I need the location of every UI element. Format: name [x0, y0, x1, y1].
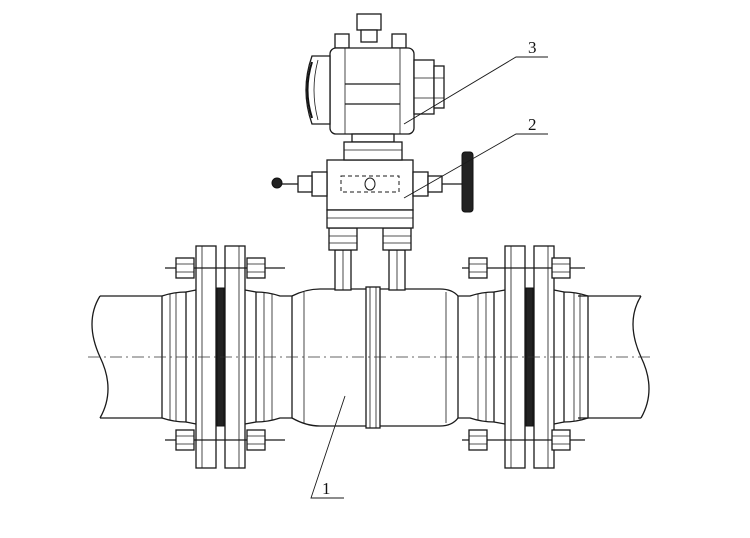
callout-3-label: 3	[528, 38, 537, 57]
valve-manifold	[271, 151, 474, 229]
callout-2-label: 2	[528, 115, 537, 134]
callout-leaders	[310, 56, 548, 499]
transmitter	[305, 13, 445, 161]
impulse-lines	[328, 227, 412, 291]
callout-1-label: 1	[322, 479, 331, 498]
callout-1-leader	[310, 395, 346, 499]
callout-2-leader	[403, 133, 548, 199]
meter-body	[291, 286, 459, 429]
callout-3-leader	[403, 56, 548, 125]
